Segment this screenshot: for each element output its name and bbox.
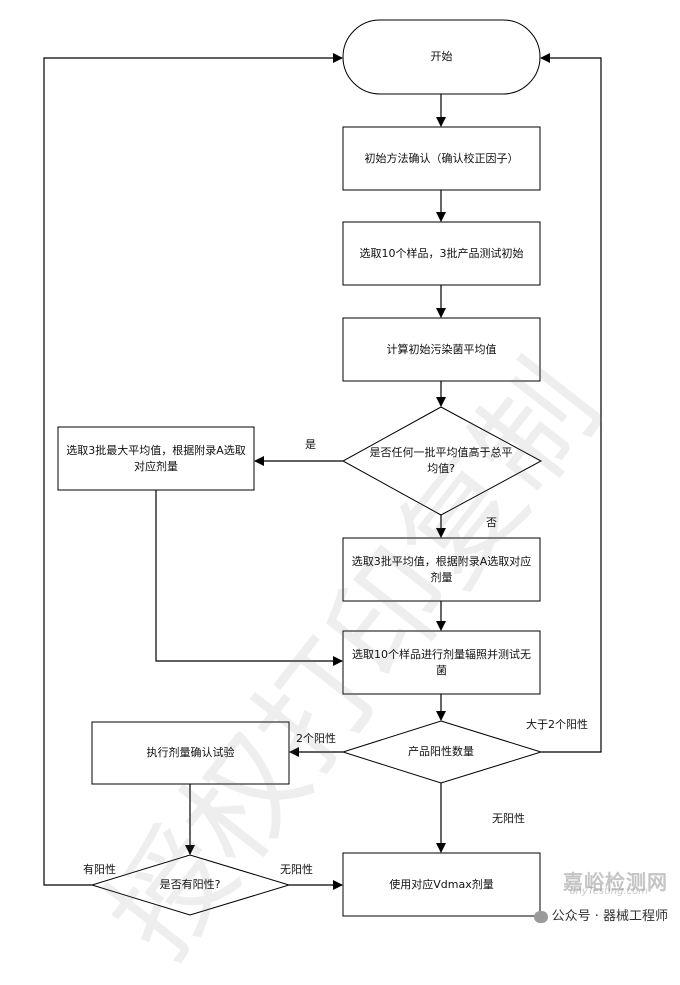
footer-site-url: anyTesting.com [569, 886, 648, 897]
arrow-max-avg-to-irradiate [155, 490, 343, 666]
irradiate-test-box [342, 630, 541, 695]
calc-bioburden-box [342, 317, 541, 382]
edge-label-yes: 是 [305, 438, 316, 451]
flowchart-canvas [43, 19, 602, 917]
edge-label-has-positive: 有阳性 [83, 863, 116, 876]
footer-site-name: 嘉峪检测网 [563, 870, 668, 894]
decision-has-positive-label: 是否有阳性? [159, 878, 221, 891]
decision-batch-label: 是否任何一批平均值高于总平均值? [369, 446, 513, 475]
arrow-has-positive-loop [43, 53, 343, 886]
select-max-avg-box [57, 426, 255, 491]
select-avg-label: 选取3批平均值，根据附录A选取对应剂量 [351, 554, 532, 584]
edge-label-no: 否 [486, 516, 497, 529]
select-avg-box [342, 537, 541, 602]
confirm-method-label: 初始方法确认（确认校正因子） [364, 151, 519, 165]
decision-has-positive-diamond [90, 854, 291, 916]
start-label: 开始 [430, 50, 453, 63]
irradiate-test-label: 选取10个样品进行剂量辐照并测试无菌 [352, 647, 531, 677]
edge-label-two-positive: 2个阳性 [296, 732, 336, 745]
execute-confirm-label: 执行剂量确认试验 [146, 746, 235, 759]
footer-wechat-text: 公众号 · 器械工程师 [551, 909, 668, 924]
decision-positives-label: 产品阳性数量 [408, 745, 474, 758]
confirm-method-box [342, 126, 541, 191]
select-samples-box [342, 221, 541, 286]
edge-label-no-positive: 无阳性 [492, 812, 525, 825]
footer-wechat: 公众号 · 器械工程师 [533, 905, 668, 924]
edge-label-no-positive-2: 无阳性 [280, 863, 313, 876]
edge-label-more-than-two: 大于2个阳性 [526, 718, 588, 731]
footer-branding: 嘉峪检测网 anyTesting.com 公众号 · 器械工程师 [448, 866, 668, 926]
wechat-icon [533, 910, 548, 923]
use-vdmax-label: 使用对应Vdmax剂量 [389, 877, 494, 891]
select-max-avg-label: 选取3批最大平均值，根据附录A选取对应剂量 [66, 443, 246, 473]
arrow-more-than-two-loop [540, 53, 602, 753]
select-samples-label: 选取10个样品，3批产品测试初始 [359, 246, 524, 260]
calc-bioburden-label: 计算初始污染菌平均值 [386, 342, 497, 356]
use-vdmax-box [342, 852, 541, 917]
